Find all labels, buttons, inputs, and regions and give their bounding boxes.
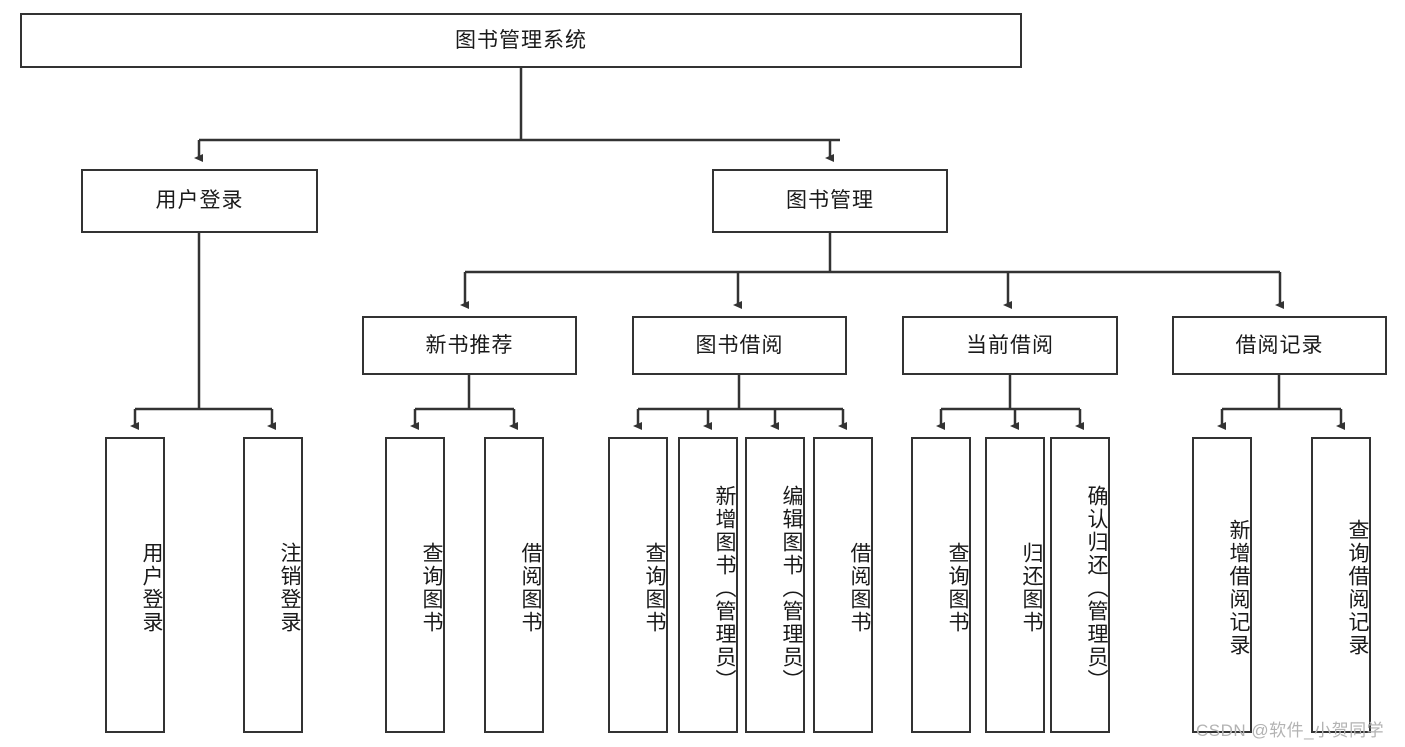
node-leaf-query-borrow-record[interactable]: 查询借阅记录 [1311,437,1371,733]
node-borrow-record[interactable]: 借阅记录 [1172,316,1387,375]
node-leaf-borrow-book-recommend[interactable]: 借阅图书 [484,437,544,733]
node-leaf-query-book-recommend-label: 查询图书 [420,542,443,634]
node-leaf-query-book-borrow-label: 查询图书 [643,542,666,634]
node-root[interactable]: 图书管理系统 [20,13,1022,68]
node-leaf-query-book-current-label: 查询图书 [946,542,969,634]
node-book-management[interactable]: 图书管理 [712,169,948,233]
node-leaf-logout-label: 注销登录 [278,542,301,634]
node-new-book-recommend-label: 新书推荐 [425,333,514,357]
node-leaf-return-book-label: 归还图书 [1020,542,1043,634]
node-leaf-query-book-recommend[interactable]: 查询图书 [385,437,445,733]
node-leaf-query-book-current[interactable]: 查询图书 [911,437,971,733]
node-new-book-recommend[interactable]: 新书推荐 [362,316,577,375]
node-leaf-user-login[interactable]: 用户登录 [105,437,165,733]
node-leaf-confirm-return-label: 确认归还（管理员） [1085,484,1108,692]
node-leaf-borrow-book-label: 借阅图书 [848,542,871,634]
node-root-label: 图书管理系统 [455,28,587,52]
node-book-management-label: 图书管理 [786,189,874,213]
node-book-borrow[interactable]: 图书借阅 [632,316,847,375]
node-book-borrow-label: 图书借阅 [695,333,784,357]
node-leaf-add-book[interactable]: 新增图书（管理员） [678,437,738,733]
node-leaf-edit-book[interactable]: 编辑图书（管理员） [745,437,805,733]
node-leaf-add-borrow-record[interactable]: 新增借阅记录 [1192,437,1252,733]
node-user-login[interactable]: 用户登录 [81,169,318,233]
node-leaf-borrow-book[interactable]: 借阅图书 [813,437,873,733]
node-leaf-query-borrow-record-label: 查询借阅记录 [1346,519,1369,657]
node-leaf-edit-book-label: 编辑图书（管理员） [780,484,803,692]
node-current-borrow-label: 当前借阅 [966,333,1054,357]
node-current-borrow[interactable]: 当前借阅 [902,316,1118,375]
node-borrow-record-label: 借阅记录 [1235,333,1324,357]
node-leaf-query-book-borrow[interactable]: 查询图书 [608,437,668,733]
node-leaf-borrow-book-recommend-label: 借阅图书 [519,542,542,634]
node-user-login-label: 用户登录 [155,189,244,213]
csdn-watermark: CSDN @软件_小贺同学 [1196,721,1385,740]
node-leaf-add-borrow-record-label: 新增借阅记录 [1227,519,1250,657]
node-leaf-return-book[interactable]: 归还图书 [985,437,1045,733]
node-leaf-add-book-label: 新增图书（管理员） [713,484,736,692]
node-leaf-confirm-return[interactable]: 确认归还（管理员） [1050,437,1110,733]
node-leaf-user-login-label: 用户登录 [140,542,163,634]
node-leaf-logout[interactable]: 注销登录 [243,437,303,733]
